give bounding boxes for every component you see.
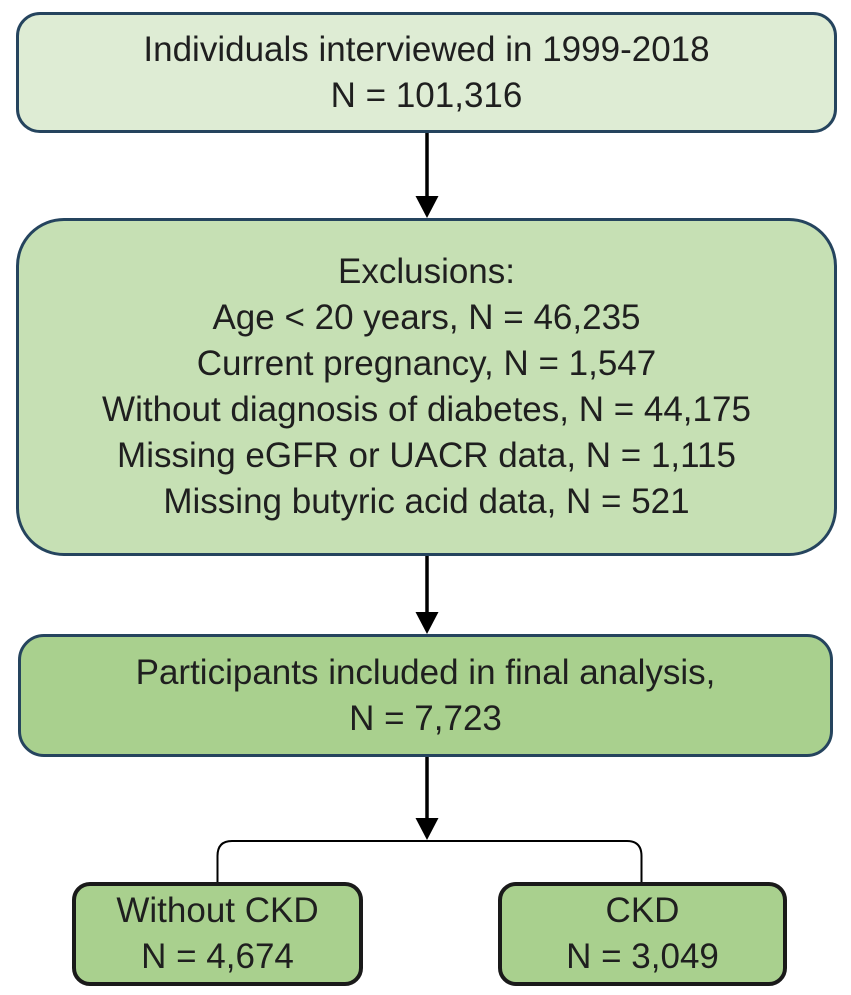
exclusions-heading: Exclusions: (337, 252, 516, 291)
flow-box-without-ckd: Without CKD N = 4,674 (72, 882, 363, 986)
exclusion-missing-butyric: Missing butyric acid data, N = 521 (163, 482, 690, 521)
interviewed-count: N = 101,316 (330, 75, 523, 115)
interviewed-line-1: Individuals interviewed in 1999-2018 (143, 29, 710, 69)
without-ckd-count: N = 4,674 (141, 937, 294, 976)
flow-box-interviewed: Individuals interviewed in 1999-2018 N =… (16, 12, 837, 133)
ckd-count: N = 3,049 (566, 937, 719, 976)
split-bracket (216, 840, 643, 882)
flow-box-exclusions: Exclusions: Age < 20 years, N = 46,235 C… (16, 218, 837, 556)
down-arrow-2 (415, 556, 439, 634)
flow-box-ckd: CKD N = 3,049 (498, 882, 787, 986)
exclusion-age: Age < 20 years, N = 46,235 (212, 298, 641, 337)
exclusion-no-diabetes: Without diagnosis of diabetes, N = 44,17… (102, 390, 751, 429)
exclusion-pregnancy: Current pregnancy, N = 1,547 (196, 344, 657, 383)
down-arrow-3 (415, 757, 439, 840)
final-analysis-line-1: Participants included in final analysis, (135, 652, 716, 692)
down-arrow-1 (415, 133, 439, 218)
exclusion-missing-egfr-uacr: Missing eGFR or UACR data, N = 1,115 (117, 436, 736, 475)
ckd-label: CKD (605, 891, 680, 930)
without-ckd-label: Without CKD (116, 891, 319, 930)
final-analysis-count: N = 7,723 (349, 698, 502, 738)
flow-box-final-analysis: Participants included in final analysis,… (18, 634, 833, 757)
